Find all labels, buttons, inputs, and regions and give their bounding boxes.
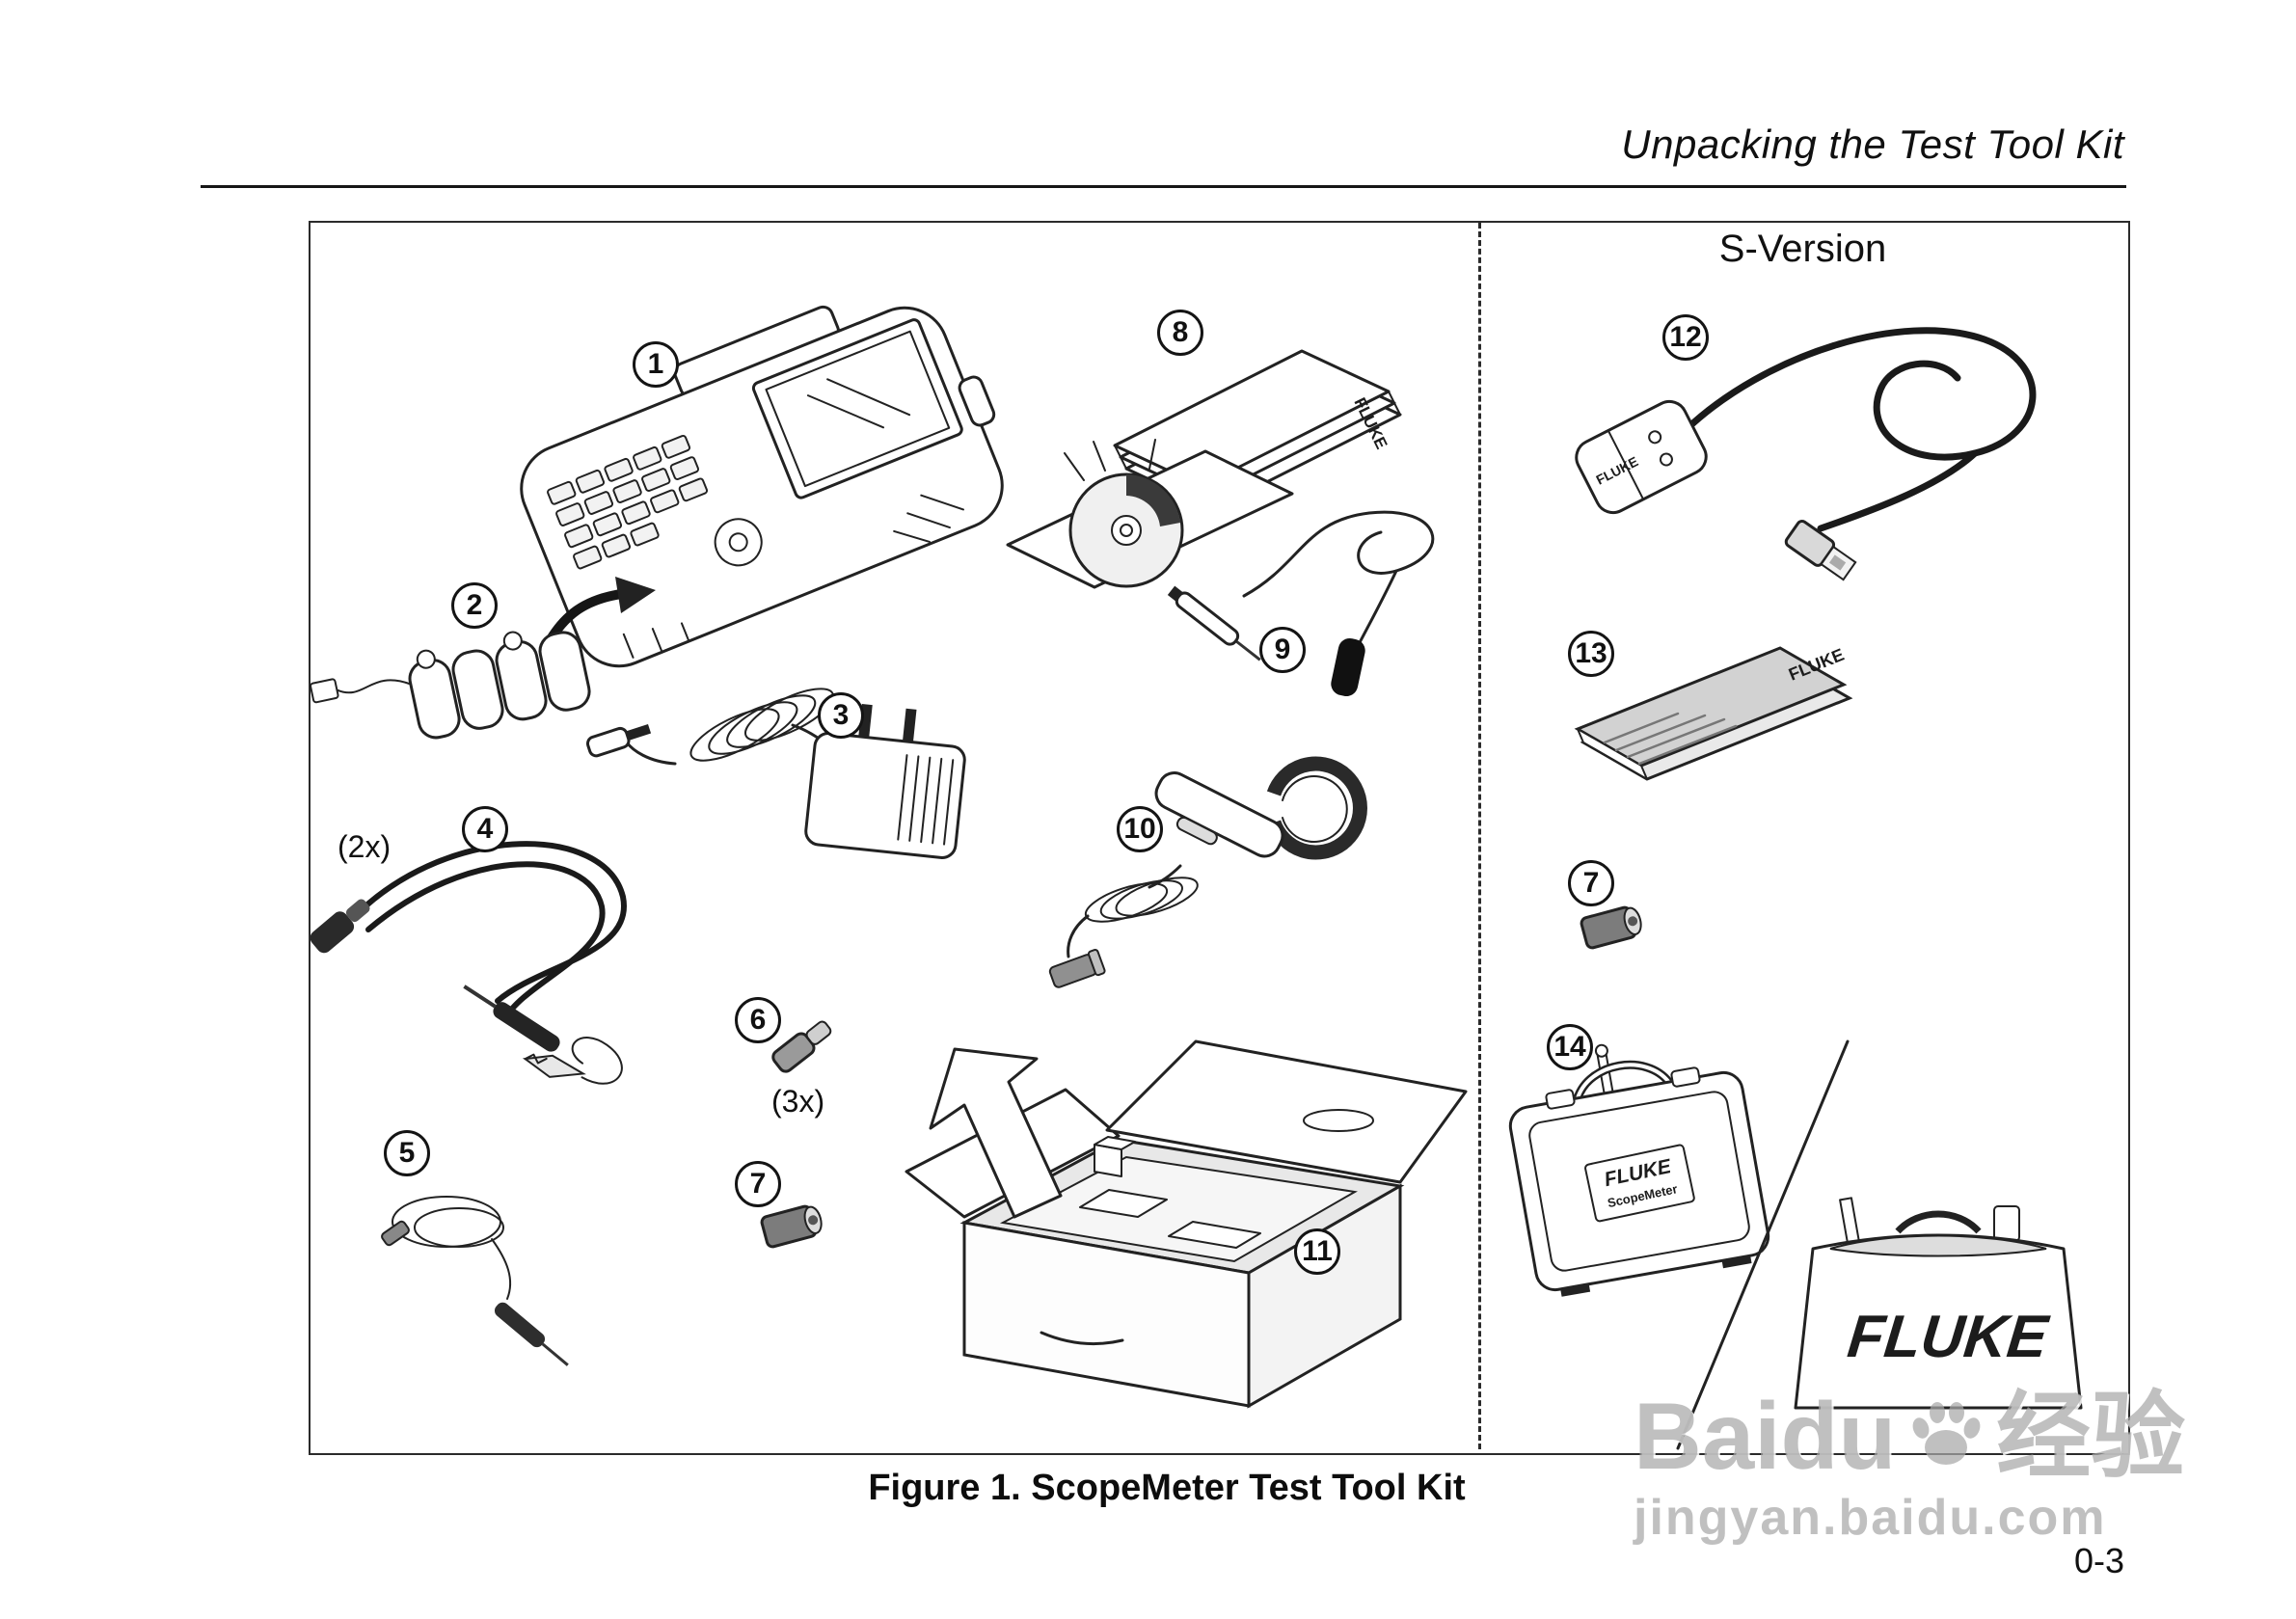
callout-4-test-leads: 4	[462, 806, 508, 852]
usb-adapter-cable-illustration: FLUKE	[1575, 327, 2037, 581]
shipment-box-illustration	[905, 1039, 1468, 1409]
cd-and-probe-illustration	[1006, 439, 1435, 697]
soft-case-divider-line	[1676, 1039, 1850, 1450]
soft-case-fluke-logo: FLUKE	[1845, 1304, 2052, 1370]
battery-pack-illustration	[310, 631, 591, 740]
bnc-adapter-left-illustration	[760, 1204, 823, 1249]
quantity-label-3x: (3x)	[771, 1084, 825, 1119]
callout-5-ground-lead: 5	[384, 1130, 430, 1176]
callout-11-shipment-box: 11	[1294, 1228, 1340, 1275]
bnc-adapter-right-illustration	[1580, 905, 1642, 950]
hard-case-illustration: FLUKE ScopeMeter	[1508, 1043, 1770, 1297]
s-version-divider	[1478, 223, 1481, 1449]
unpack-arrow-icon	[929, 1047, 1063, 1219]
header-rule	[201, 185, 2126, 188]
callout-2-battery-pack: 2	[451, 582, 498, 629]
callout-9-cd-probe: 9	[1259, 627, 1306, 673]
current-clamp-illustration	[1048, 756, 1367, 988]
callout-7-bnc-adapter-right: 7	[1568, 860, 1614, 906]
callout-1-scopemeter: 1	[633, 341, 679, 388]
ground-lead-illustration	[381, 1196, 569, 1366]
figure-caption: Figure 1. ScopeMeter Test Tool Kit	[868, 1468, 1466, 1508]
page-number: 0-3	[2073, 1541, 2124, 1580]
callout-10-current-clamp: 10	[1117, 806, 1163, 852]
s-version-label: S-Version	[1718, 228, 1887, 270]
quantity-label-2x: (2x)	[338, 829, 392, 864]
soft-case-illustration: FLUKE	[1794, 1197, 2083, 1410]
callout-7-bnc-adapter-left: 7	[735, 1161, 781, 1207]
software-cd-case-illustration: FLUKE	[1574, 645, 1853, 781]
callout-14-carrying-case: 14	[1547, 1024, 1593, 1070]
power-adapter-illustration	[585, 688, 966, 859]
scopemeter-illustration	[520, 305, 1004, 668]
page-header-title: Unpacking the Test Tool Kit	[1621, 121, 2124, 167]
test-leads-illustration	[310, 841, 627, 1085]
figure-frame	[309, 221, 2130, 1455]
callout-3-power-adapter: 3	[818, 692, 864, 739]
callout-12-usb-cable: 12	[1662, 314, 1709, 361]
callout-8-users-manual: 8	[1157, 310, 1203, 356]
hook-clip-illustration	[771, 1020, 832, 1073]
callout-13-software-cd: 13	[1568, 631, 1614, 677]
callout-6-hook-clips: 6	[735, 997, 781, 1043]
